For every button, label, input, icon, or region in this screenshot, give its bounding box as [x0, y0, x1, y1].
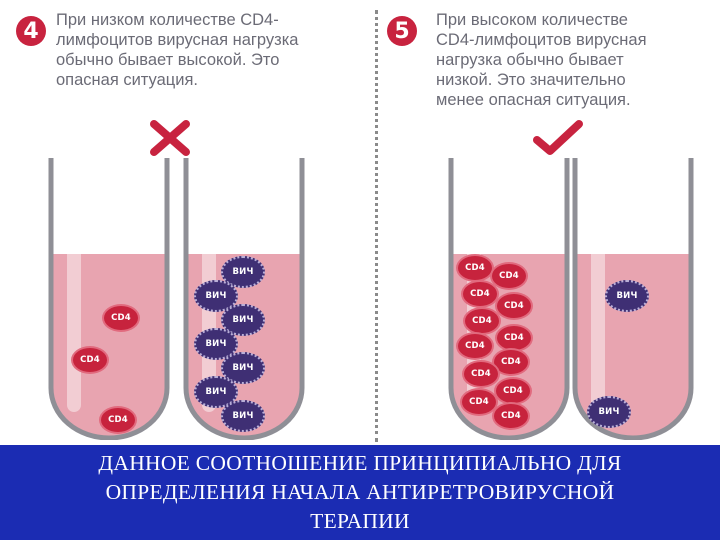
- hiv-cell: ВИЧ: [194, 328, 238, 360]
- test-tube: CD4 CD4 CD4: [45, 158, 173, 440]
- cd4-cell: CD4: [462, 360, 500, 388]
- cd4-cell: CD4: [460, 388, 498, 416]
- cd4-cell: CD4: [456, 254, 494, 282]
- test-tube: ВИЧ ВИЧ: [569, 158, 697, 440]
- test-tube: ВИЧ ВИЧ ВИЧ ВИЧ ВИЧ ВИЧ ВИЧ: [180, 158, 308, 440]
- cd4-cell: CD4: [494, 377, 532, 405]
- cross-icon: [148, 118, 192, 158]
- conclusion-banner: ДАННОЕ СООТНОШЕНИЕ ПРИНЦИПИАЛЬНО ДЛЯ ОПР…: [0, 445, 720, 540]
- panel-caption: При высоком количестве CD4-лимфоцитов ви…: [436, 11, 647, 109]
- cd4-cell: CD4: [456, 332, 494, 360]
- panel-high-cd4: 5 При высоком количестве CD4-лимфоцитов …: [362, 0, 720, 445]
- check-icon: [532, 118, 584, 158]
- conclusion-text: ДАННОЕ СООТНОШЕНИЕ ПРИНЦИПИАЛЬНО ДЛЯ ОПР…: [98, 451, 622, 533]
- cd4-cell: CD4: [495, 292, 533, 320]
- step-number-badge: 4: [16, 16, 46, 46]
- hiv-cell: ВИЧ: [587, 396, 631, 428]
- panel-low-cd4: 4 При низком количестве CD4- лимфоцитов …: [0, 0, 360, 445]
- test-tube: CD4 CD4 CD4 CD4 CD4 CD4 CD4 CD4 CD4 CD4 …: [445, 158, 573, 440]
- panel-caption: При низком количестве CD4- лимфоцитов ви…: [56, 11, 299, 89]
- hiv-cell: ВИЧ: [194, 376, 238, 408]
- cd4-cell: CD4: [102, 304, 140, 332]
- cd4-cell: CD4: [461, 280, 499, 308]
- hiv-cell: ВИЧ: [605, 280, 649, 312]
- cd4-cell: CD4: [99, 406, 137, 434]
- panel-divider: [375, 10, 378, 442]
- hiv-cell: ВИЧ: [221, 400, 265, 432]
- cd4-cell: CD4: [492, 402, 530, 430]
- step-number-badge: 5: [387, 16, 417, 46]
- cd4-cell: CD4: [490, 262, 528, 290]
- cd4-cell: CD4: [71, 346, 109, 374]
